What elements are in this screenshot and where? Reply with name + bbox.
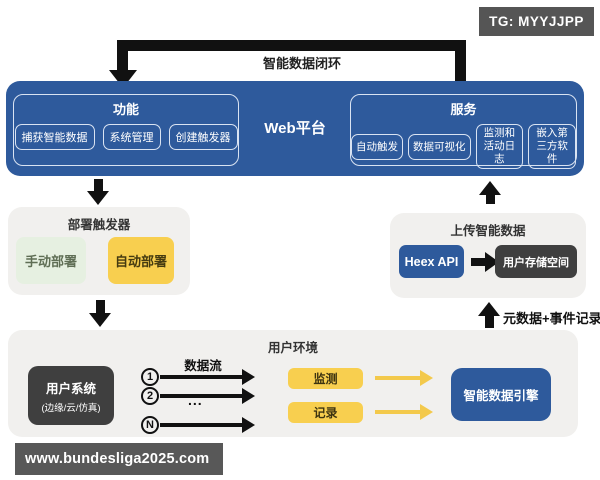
stream-ellipsis: ...	[188, 392, 203, 408]
user-system-label: 用户系统	[45, 381, 96, 396]
upload-data-title: 上传智能数据	[450, 224, 526, 238]
monitor-arrowhead-icon	[420, 370, 433, 386]
auto-deploy-chip: 自动部署	[108, 237, 174, 284]
deploy-trigger-panel: 部署触发器 手动部署 自动部署	[8, 207, 190, 295]
monitor-chip: 监测	[288, 368, 363, 389]
chip-data-visualization: 数据可视化	[408, 133, 471, 160]
metadata-events-label: 元数据+事件记录	[503, 311, 600, 326]
platform-to-deploy-arrowhead-icon	[87, 191, 109, 205]
deploy-trigger-title: 部署触发器	[67, 218, 131, 232]
platform-title: Web平台	[264, 120, 326, 137]
functions-title: 功能	[112, 102, 139, 117]
user-environment-panel: 用户环境 用户系统 (边缘/云/仿真) 数据流 1 2 ... N 监测 记录 …	[8, 330, 578, 437]
dataflow-label: 数据流	[184, 359, 222, 373]
chip-embed-third-party: 嵌入第三方软件	[528, 124, 576, 170]
loop-arrow-left-segment	[117, 40, 128, 71]
tg-badge: TG: MYYJJPP	[479, 7, 594, 36]
chip-capture-data: 捕获智能数据	[14, 124, 95, 150]
deploy-to-env-arrow-shaft	[96, 300, 105, 314]
upload-to-platform-arrow-shaft	[486, 194, 495, 204]
functions-chip-row: 捕获智能数据 系统管理 创建触发器	[14, 124, 238, 150]
record-arrow-shaft	[375, 410, 420, 414]
services-group: 服务 自动触发 数据可视化 监测和活动日志 嵌入第三方软件	[350, 94, 577, 170]
monitor-arrow-shaft	[375, 376, 420, 380]
chip-create-trigger: 创建触发器	[168, 124, 238, 150]
env-to-upload-arrow-shaft	[485, 315, 494, 328]
user-system-sublabel: (边缘/云/仿真)	[41, 402, 101, 414]
user-storage-box: 用户存储空间	[495, 245, 577, 278]
chip-auto-trigger: 自动触发	[351, 133, 403, 160]
user-environment-title: 用户环境	[267, 341, 318, 355]
web-platform-box: 功能 捕获智能数据 系统管理 创建触发器 Web平台 服务 自动触发 数据可视化…	[6, 81, 584, 176]
record-chip: 记录	[288, 402, 363, 423]
services-chip-row: 自动触发 数据可视化 监测和活动日志 嵌入第三方软件	[351, 124, 576, 170]
deploy-to-env-arrowhead-icon	[89, 313, 111, 327]
stream-arrow-n-shaft	[160, 423, 243, 427]
functions-group: 功能 捕获智能数据 系统管理 创建触发器	[13, 94, 239, 166]
api-to-storage-arrow-shaft	[471, 258, 486, 266]
stream-arrow-1-shaft	[160, 375, 243, 379]
loop-arrow-horizontal	[117, 40, 466, 51]
platform-to-deploy-arrow-shaft	[94, 179, 103, 192]
stream-arrow-n-head-icon	[242, 417, 255, 433]
chip-monitoring-activity-log: 监测和活动日志	[475, 124, 524, 170]
upload-data-panel: 上传智能数据 Heex API 用户存储空间	[390, 213, 586, 298]
watermark-url: www.bundesliga2025.com	[15, 443, 223, 475]
chip-system-management: 系统管理	[102, 124, 161, 150]
services-title: 服务	[450, 102, 477, 117]
manual-deploy-chip: 手动部署	[16, 237, 86, 284]
loop-label: 智能数据闭环	[262, 56, 341, 71]
stream-arrow-1-head-icon	[242, 369, 255, 385]
heex-api-box: Heex API	[399, 245, 464, 278]
stream-arrow-2-head-icon	[242, 388, 255, 404]
loop-arrow-right-segment	[455, 40, 466, 90]
stream-arrow-2-shaft	[160, 394, 243, 398]
record-arrowhead-icon	[420, 404, 433, 420]
user-system-box: 用户系统 (边缘/云/仿真)	[28, 366, 114, 425]
data-engine-box: 智能数据引擎	[451, 368, 551, 421]
stream-circle-n: N	[141, 416, 159, 434]
stream-circle-1: 1	[141, 368, 159, 386]
stream-circle-2: 2	[141, 387, 159, 405]
upload-to-platform-arrowhead-icon	[479, 181, 501, 195]
env-to-upload-arrowhead-icon	[478, 302, 500, 316]
